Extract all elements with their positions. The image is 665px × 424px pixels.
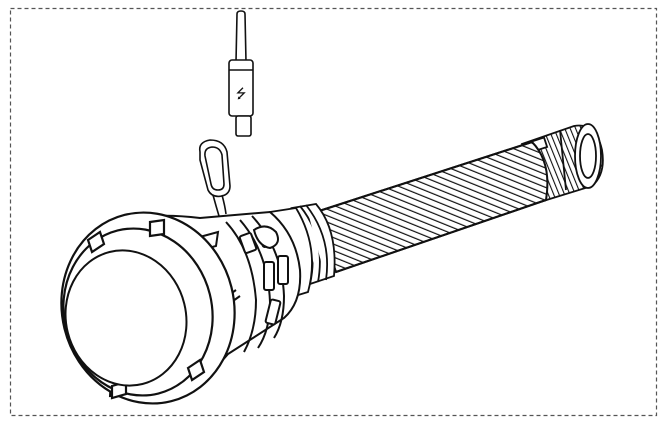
flashlight-lens xyxy=(64,249,188,387)
charging-port-cover xyxy=(198,139,231,217)
usb-cable: ⭍ xyxy=(228,10,254,137)
dashed-border xyxy=(9,7,658,417)
usb-symbol-icon: ⭍ xyxy=(236,87,247,102)
flashlight-body-tube xyxy=(314,140,549,274)
